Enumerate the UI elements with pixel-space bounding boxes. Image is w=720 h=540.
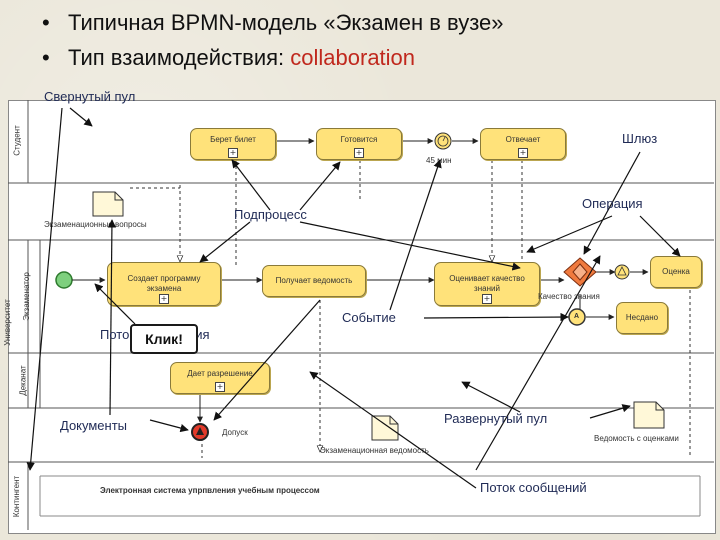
callout-event: Событие	[342, 310, 396, 325]
collapsed-pool-box	[39, 475, 701, 517]
subprocess-plus-icon: +	[228, 148, 238, 158]
link-event-icon	[568, 308, 586, 326]
subprocess-plus-icon: +	[482, 294, 492, 304]
task-prepare[interactable]: Готовится+	[316, 128, 402, 160]
title-bullet-2: Тип взаимодействия: collaboration	[42, 43, 504, 78]
admission-label: Допуск	[222, 428, 248, 437]
task-permit[interactable]: Дает разрешение+	[170, 362, 270, 394]
callout-subprocess: Подпроцесс	[234, 207, 307, 222]
subprocess-plus-icon: +	[354, 148, 364, 158]
task-answer[interactable]: Отвечает+	[480, 128, 566, 160]
condition-event-icon	[614, 264, 630, 280]
grade-sheet-label: Ведомость с оценками	[594, 434, 679, 443]
system-label: Электронная система упрпвления учебным п…	[100, 486, 320, 495]
exam-questions-label: Экзаменационные вопросы	[44, 220, 147, 229]
knowledge-quality-label: Качество знания	[538, 292, 600, 301]
task-get-sheet[interactable]: Получает ведомость	[262, 265, 366, 297]
callout-documents: Документы	[60, 418, 128, 433]
link-event-letter: A	[574, 313, 580, 320]
task-take-ticket[interactable]: Берет билет+	[190, 128, 276, 160]
collaboration-accent: collaboration	[290, 45, 416, 70]
exam-sheet-document-icon	[371, 415, 399, 441]
subprocess-plus-icon: +	[159, 294, 169, 304]
task-grade[interactable]: Оценка	[650, 256, 702, 288]
title-bullet-1: Типичная BPMN-модель «Экзамен в вузе»	[42, 8, 504, 43]
exam-sheet-label: Экзаменационная ведомость	[320, 446, 429, 455]
callout-operation: Операция	[582, 196, 643, 211]
callout-expanded-pool: Развернутый пул	[444, 411, 548, 426]
task-failed[interactable]: Несдано	[616, 302, 668, 334]
callout-message-flow: Поток сообщений	[480, 480, 587, 495]
task-create-program[interactable]: Создает программу экзамена+	[107, 262, 221, 306]
task-evaluate[interactable]: Оценивает качество знаний+	[434, 262, 540, 306]
subprocess-plus-icon: +	[518, 148, 528, 158]
gateway-icon	[563, 257, 597, 287]
click-button[interactable]: Клик!	[130, 324, 198, 354]
slide-title: Типичная BPMN-модель «Экзамен в вузе» Ти…	[42, 8, 504, 78]
callout-collapsed-pool: Свернутый пул	[44, 89, 136, 104]
callout-gateway: Шлюз	[622, 131, 658, 146]
subprocess-plus-icon: +	[215, 382, 225, 392]
